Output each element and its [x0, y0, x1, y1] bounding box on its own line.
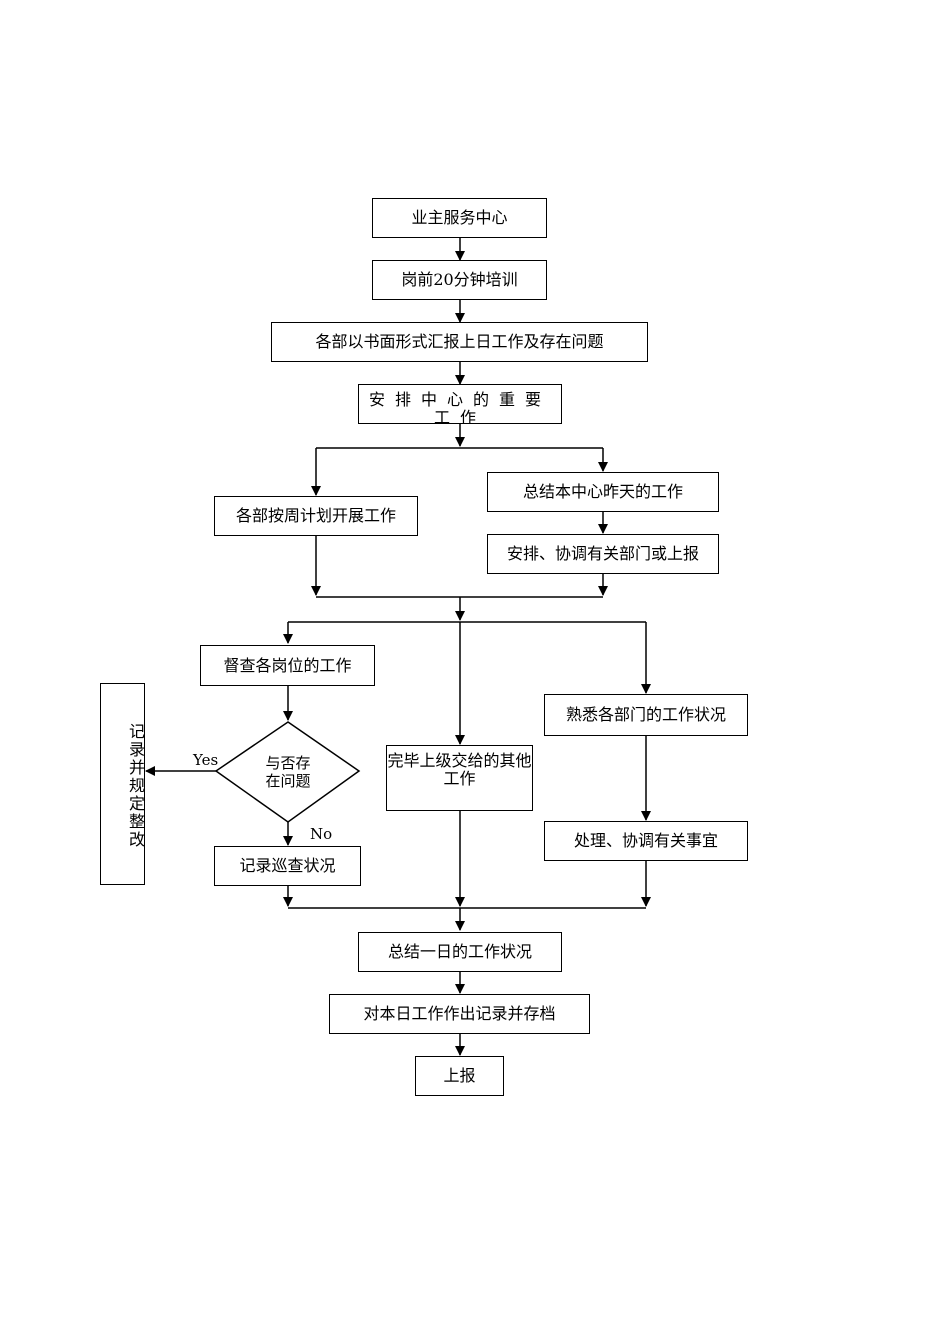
node-service-center: 业主服务中心: [372, 198, 547, 238]
node-arrange-center: 安排中心的重要工作: [358, 384, 562, 424]
node-dept-weekly: 各部按周计划开展工作: [214, 496, 418, 536]
node-handle-matters: 处理、协调有关事宜: [544, 821, 748, 861]
node-report-up: 上报: [415, 1056, 504, 1096]
node-report-written: 各部以书面形式汇报上日工作及存在问题: [271, 322, 648, 362]
node-inspect-posts: 督查各岗位的工作: [200, 645, 375, 686]
node-archive: 对本日工作作出记录并存档: [329, 994, 590, 1034]
node-training: 岗前20分钟培训: [372, 260, 547, 300]
decision-diamond: [214, 721, 361, 823]
node-decision-text: 与否存在问题: [265, 754, 311, 790]
node-record-rectify: 记录并规定整改: [100, 683, 145, 885]
node-summarize-day: 总结一日的工作状况: [358, 932, 562, 972]
label-yes: Yes: [193, 751, 219, 769]
node-complete-other: 完毕上级交给的其他工作: [386, 745, 533, 811]
node-record-patrol: 记录巡查状况: [214, 846, 361, 886]
label-no: No: [310, 825, 333, 843]
node-summarize-yesterday: 总结本中心昨天的工作: [487, 472, 719, 512]
node-coordinate-report: 安排、协调有关部门或上报: [487, 534, 719, 574]
node-familiar-status: 熟悉各部门的工作状况: [544, 694, 748, 736]
